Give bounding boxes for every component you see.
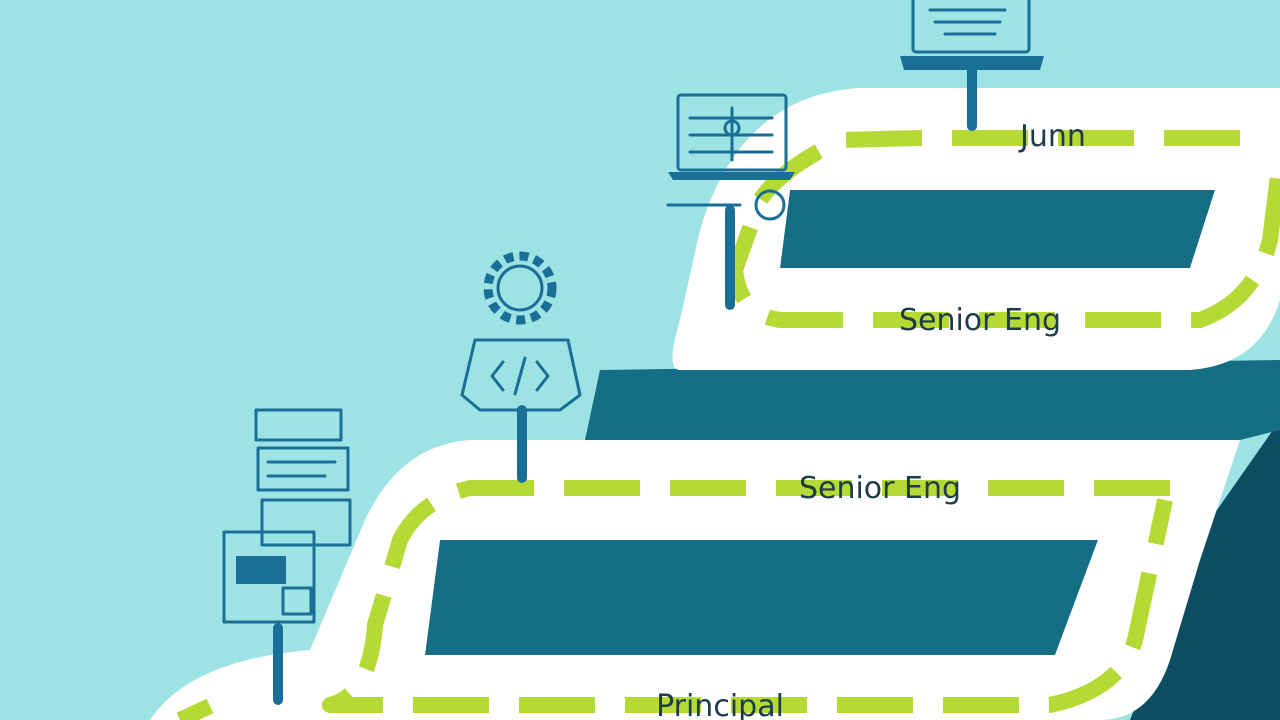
code-laptop-icon: [666, 93, 795, 310]
step-face-upper: [780, 190, 1215, 268]
step-face-lower: [425, 540, 1098, 655]
stage-label-3: Senior Eng: [799, 471, 961, 506]
laptop-icon: [900, 0, 1044, 131]
lane-bottom-start: [176, 698, 214, 720]
lane-upper: [727, 130, 1280, 328]
stage-label-1: Junn: [1018, 119, 1086, 154]
lane-lower: [322, 480, 1173, 713]
code-documents-icon: [222, 408, 352, 705]
stage-label-2: Senior Eng: [899, 303, 1061, 338]
stage-label-4: Principal: [656, 689, 784, 720]
gear-code-badge-icon: [460, 251, 582, 483]
road-upper: [672, 88, 1280, 370]
step-face-middle: [585, 360, 1280, 440]
